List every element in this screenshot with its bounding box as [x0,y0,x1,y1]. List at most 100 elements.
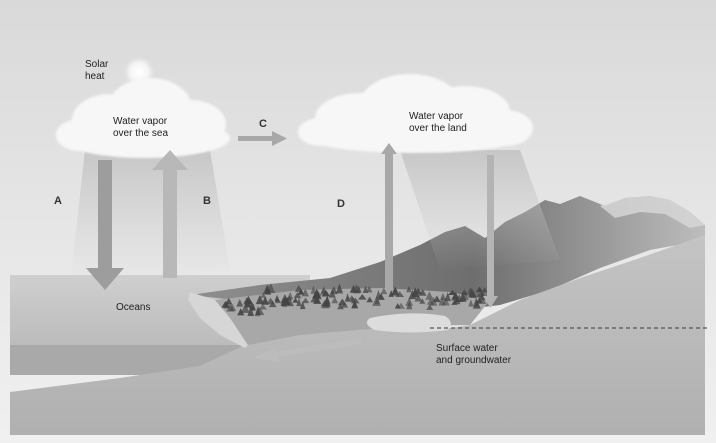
tree [247,306,255,317]
arrow-a-precipitation-sea [86,160,124,290]
tree [320,300,329,307]
tree [419,298,426,304]
vapor-land-line-2: over the land [409,123,467,134]
water-vapor-sea-label: Water vapor over the sea [113,116,168,140]
tree [375,290,382,299]
tree [301,297,310,304]
letter-b: B [203,195,211,207]
tree [296,297,302,307]
letter-c: C [259,118,267,130]
tree [395,291,405,298]
arrow-b-evaporation-sea [152,150,188,278]
tree [425,291,434,300]
tree [347,295,356,301]
coastline [188,292,248,348]
arrow-d-evapotranspiration [381,143,397,290]
tree [344,293,351,302]
tree [462,290,469,301]
tree [473,296,480,307]
tree [221,301,230,308]
tree [321,289,331,297]
letter-a: A [54,195,62,207]
surface-water-line-2: and groundwater [436,355,512,366]
tree [358,293,367,300]
tree [372,296,381,306]
surface-water-line-1: Surface water [436,343,498,354]
land-cross-section [10,235,705,435]
tree [237,308,245,316]
tree [429,296,438,306]
rain-over-land [400,150,560,270]
letter-d: D [337,198,345,210]
tree [411,287,420,297]
tree [341,302,349,308]
tree [396,302,405,309]
snow-caps [600,196,705,228]
tree [351,299,359,309]
rain-over-sea [70,150,230,285]
tree [460,289,468,296]
tree [299,301,306,310]
groundwater-flow-arrow [252,338,362,362]
solar-heat-line-2: heat [85,71,105,82]
tree [335,283,344,294]
tree [355,285,362,293]
tree [284,296,291,306]
tree [439,292,447,301]
tree [426,304,434,310]
tree [225,297,233,305]
tree [274,297,282,304]
tree [310,295,319,303]
tree [268,300,277,308]
tree [320,287,327,295]
tree [331,296,339,304]
tree [366,296,373,303]
tree [380,287,388,295]
tree [405,297,414,306]
tree [406,286,412,293]
tree [438,297,446,306]
tree [297,289,304,295]
tree [236,299,244,307]
surface-water-label: Surface water and groundwater [436,343,511,367]
tree [468,299,474,307]
tree [286,295,293,301]
arrow-precipitation-land [483,155,498,308]
tree [228,303,237,311]
tree [414,293,422,302]
tree [260,292,267,298]
tree [444,292,452,302]
tree [313,290,322,300]
tree [245,299,254,305]
forest [221,283,488,317]
tree [240,303,250,313]
tree [362,285,369,293]
cloud-land [298,74,533,153]
solar-heat-line-1: Solar [85,59,109,70]
solar-heat-label: Solar heat [85,59,108,83]
tree [351,297,360,304]
oceans-label: Oceans [116,302,151,313]
tree [258,304,268,310]
vapor-sea-line-2: over the sea [113,128,169,139]
tree [349,284,358,293]
tree [467,288,476,298]
tree [476,291,485,297]
tree [475,286,484,293]
tree [330,286,338,295]
lake [366,313,451,333]
tree [292,297,299,303]
tree [481,287,488,293]
vapor-sea-line-1: Water vapor [113,116,168,127]
tree [255,294,265,305]
tree [310,285,317,294]
tree [391,286,400,296]
tree [452,291,459,299]
cloud-sea [56,78,230,158]
tree [418,289,427,296]
tree [455,294,464,302]
tree [293,292,302,299]
vapor-land-line-1: Water vapor [409,111,464,122]
